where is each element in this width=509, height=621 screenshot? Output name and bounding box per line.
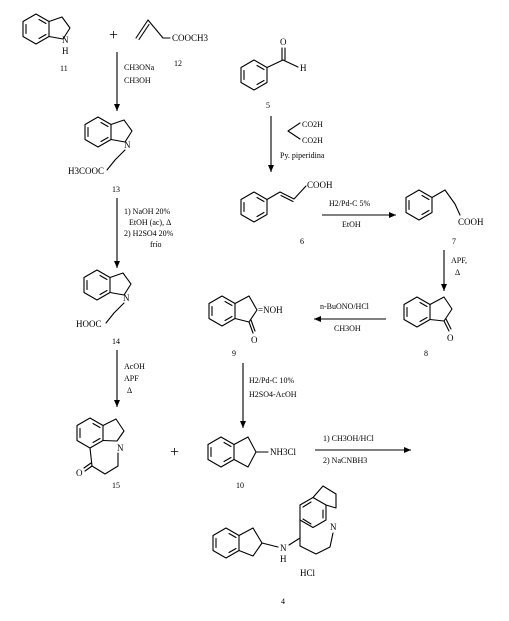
compound-11-number: 11 (60, 64, 68, 73)
compound-10-aminoindan-hcl: NH3Cl 10 (207, 436, 297, 490)
compound-8-indanone: O 8 (403, 296, 454, 358)
compound-4-number: 4 (281, 597, 285, 606)
c11-nitrogen-label: N (62, 35, 69, 45)
compound-13-ester: N H3COOC 13 (68, 116, 133, 194)
cond-8-9-line1: n-BuONO/HCl (320, 302, 370, 311)
cond-11-13-line1: CH3ONa (124, 63, 155, 72)
cond-14-15-line1: AcOH (124, 362, 145, 371)
c6-acid-group: COOH (307, 180, 333, 190)
c7-acid-group: COOH (458, 217, 484, 227)
cond-7-8-line2: Δ (455, 268, 460, 277)
c9-oxime-group: =NOH (258, 305, 283, 315)
compound-11-indoline: N H 11 (22, 13, 71, 73)
compound-12-methyl-acrylate: COOCH3 12 (135, 19, 209, 68)
c4-ring-nitrogen: N (330, 522, 337, 532)
c8-oxygen-label: O (447, 333, 454, 343)
compound-14-acid: N HOOC 14 (76, 269, 132, 346)
malonic-group-bottom: CO2H (302, 136, 323, 145)
compound-7-hydrocinnamic-acid: COOH 7 (405, 189, 484, 246)
cond-13-14-line1: 1) NaOH 20% (124, 207, 171, 216)
malonic-acid-reagent: CO2H CO2H (287, 120, 323, 145)
cond-15-4-line2: 2) NaCNBH3 (323, 456, 367, 465)
compound-12-number: 12 (174, 59, 182, 68)
c11-hydrogen-label: H (62, 46, 69, 56)
compound-8-number: 8 (424, 349, 428, 358)
compound-15-tricyclic-ketone: N O 15 (76, 417, 125, 490)
compound-9-number: 9 (232, 349, 236, 358)
cond-14-15-line2: APF (124, 374, 139, 383)
cond-11-13-line2: CH3OH (124, 76, 151, 85)
compound-4-final-product: N H N HCl 4 (212, 485, 337, 606)
c9-oxygen-label: O (251, 335, 258, 345)
c4-amine-nitrogen: N (280, 543, 287, 553)
cond-7-8-line1: APF, (451, 256, 467, 265)
compound-10-number: 10 (236, 481, 244, 490)
cond-5-6-line1: Py. piperidina (280, 151, 325, 160)
compound-6-cinnamic-acid: COOH 6 (240, 180, 333, 246)
cond-6-7-line1: H2/Pd-C 5% (329, 199, 370, 208)
compound-9-oxime: O =NOH 9 (208, 295, 283, 358)
c4-amine-hydrogen: H (280, 554, 287, 564)
cond-9-10-line2: H2SO4-AcOH (249, 390, 297, 399)
cond-13-14-line2: EtOH (ac), Δ (129, 218, 171, 227)
c12-ester-group: COOCH3 (172, 33, 209, 43)
c15-nitrogen-label: N (117, 443, 124, 453)
cond-13-14-line4: frío (150, 240, 162, 249)
compound-7-number: 7 (452, 237, 456, 246)
cond-9-10-line1: H2/Pd-C 10% (249, 376, 294, 385)
cond-14-15-line3: Δ (127, 386, 132, 395)
c14-nitrogen-label: N (123, 293, 130, 303)
c13-nitrogen-label: N (124, 140, 131, 150)
compound-14-number: 14 (112, 337, 120, 346)
c10-ammonium-group: NH3Cl (270, 447, 297, 457)
c13-ester-group: H3COOC (68, 166, 104, 176)
plus-sign-1: + (109, 27, 118, 44)
compound-5-number: 5 (266, 101, 270, 110)
plus-sign-2: + (170, 444, 179, 461)
compound-6-number: 6 (300, 237, 304, 246)
compound-15-number: 15 (112, 481, 120, 490)
cond-13-14-line3: 2) H2SO4 20% (124, 229, 174, 238)
c4-salt-label: HCl (300, 568, 316, 578)
compound-5-benzaldehyde: O H 5 (240, 37, 307, 110)
c5-oxygen-label: O (280, 37, 287, 47)
compound-13-number: 13 (112, 185, 120, 194)
malonic-group-top: CO2H (302, 120, 323, 129)
cond-15-4-line1: 1) CH3OH/HCl (323, 434, 375, 443)
c14-acid-group: HOOC (76, 319, 102, 329)
cond-8-9-line2: CH3OH (334, 324, 361, 333)
c15-oxygen-label: O (76, 468, 83, 478)
c5-hydrogen-label: H (300, 63, 307, 73)
cond-6-7-line2: EtOH (342, 220, 361, 229)
